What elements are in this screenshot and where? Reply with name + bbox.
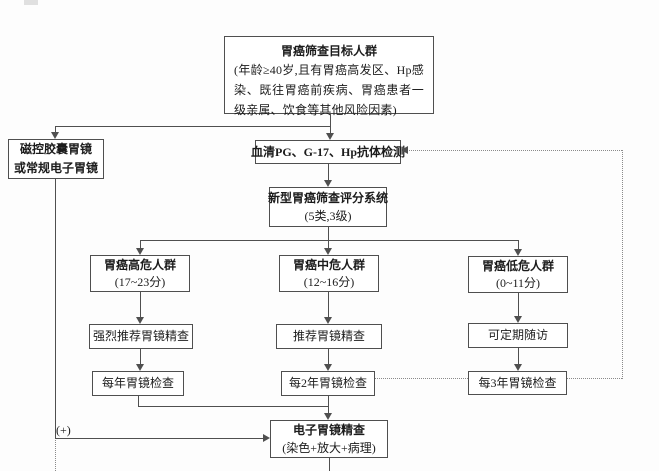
arrow-to-triennial <box>514 364 522 371</box>
node-annual-endoscopy: 每年胃镜检查 <box>92 371 184 396</box>
arrow-to-scoring <box>324 180 332 187</box>
node-detailed-endoscopy: 电子胃镜精查 (染色+放大+病理) <box>270 420 388 458</box>
node-biennial-endoscopy-label: 每2年胃镜检查 <box>288 376 367 390</box>
node-target-title: 胃癌筛查目标人群 <box>280 44 377 58</box>
arrow-to-capsule <box>51 132 59 139</box>
arrow-to-low-risk <box>514 249 522 256</box>
node-capsule-endoscopy: 磁控胶囊胃镜 或常规电子胃镜 <box>8 139 104 179</box>
connector-capsule-down <box>55 179 56 439</box>
dotted-triennial-right <box>567 378 622 379</box>
arrow-loopback-to-serum <box>401 146 408 154</box>
connector-to-capsule <box>55 126 56 133</box>
arrow-to-high-risk <box>136 248 144 255</box>
node-scoring-subtitle: (5类,3级) <box>304 209 352 223</box>
arrow-positive-to-detailed <box>263 434 270 442</box>
arrow-to-recommend <box>324 317 332 324</box>
connector-target-stem <box>330 114 331 126</box>
connector-annual-down <box>138 396 139 407</box>
arrow-to-followup <box>514 316 522 323</box>
node-high-risk-group: 胃癌高危人群 (17~23分) <box>90 255 190 292</box>
connector-mid-to-rec <box>328 292 329 318</box>
node-scoring-title: 新型胃癌筛查评分系统 <box>268 191 389 205</box>
arrow-to-mid-risk <box>324 248 332 255</box>
node-capsule-line1: 磁控胶囊胃镜 <box>19 142 92 156</box>
node-target-description: (年龄≥40岁,且有胃癌高发区、Hp感染、既往胃癌前疾病、胃癌患者一级亲属、饮食… <box>234 63 424 117</box>
node-serum-test: 血清PG、G-17、Hp抗体检测 <box>251 140 405 164</box>
arrow-to-biennial <box>324 364 332 371</box>
connector-detailed-exit <box>329 458 330 471</box>
connector-followup-to-triennial <box>518 348 519 365</box>
node-biennial-endoscopy: 每2年胃镜检查 <box>281 371 375 396</box>
connector-rec-to-annual <box>140 349 141 365</box>
dotted-loopback-top <box>409 150 622 151</box>
connector-risk-branch <box>140 240 518 241</box>
arrow-to-detailed-endoscopy <box>324 413 332 420</box>
arrow-to-serum <box>326 133 334 140</box>
dotted-capsule-exit <box>55 440 56 471</box>
connector-annual-merge <box>138 406 328 407</box>
node-mid-risk-title: 胃癌中危人群 <box>292 257 365 272</box>
connector-positive-path <box>55 438 263 439</box>
node-high-risk-title: 胃癌高危人群 <box>103 257 176 272</box>
dotted-loopback-vertical <box>622 150 623 379</box>
connector-scoring-stem <box>328 227 329 240</box>
node-mid-risk-score: (12~16分) <box>303 274 355 289</box>
connector-to-mid-risk <box>328 240 329 249</box>
node-annual-endoscopy-label: 每年胃镜检查 <box>101 376 174 390</box>
node-scoring-system: 新型胃癌筛查评分系统 (5类,3级) <box>268 187 389 227</box>
connector-serum-to-scoring <box>328 164 329 181</box>
edge-artifact <box>24 0 38 5</box>
node-capsule-line2: 或常规电子胃镜 <box>13 161 98 175</box>
node-strong-recommend: 强烈推荐胃镜精查 <box>89 324 193 349</box>
node-low-risk-group: 胃癌低危人群 (0~11分) <box>468 256 568 293</box>
connector-rec-to-biennial <box>328 349 329 365</box>
node-recommend-label: 推荐胃镜精查 <box>292 329 365 343</box>
node-high-risk-score: (17~23分) <box>114 274 166 289</box>
connector-to-high-risk <box>140 240 141 249</box>
node-periodic-followup: 可定期随访 <box>468 323 568 348</box>
node-triennial-endoscopy-label: 每3年胃镜检查 <box>478 375 557 390</box>
arrow-to-annual <box>136 364 144 371</box>
connector-biennial-down <box>328 396 329 414</box>
dotted-biennial-to-triennial <box>375 378 468 379</box>
connector-high-to-rec <box>140 292 141 318</box>
positive-result-label: (+) <box>56 423 71 437</box>
node-periodic-followup-label: 可定期随访 <box>487 328 548 342</box>
node-low-risk-title: 胃癌低危人群 <box>481 258 554 273</box>
node-detailed-endoscopy-title: 电子胃镜精查 <box>292 423 365 437</box>
connector-to-serum <box>330 126 331 134</box>
node-low-risk-score: (0~11分) <box>495 275 541 290</box>
node-detailed-endoscopy-subtitle: (染色+放大+病理) <box>282 441 376 455</box>
connector-low-to-followup <box>518 293 519 317</box>
node-target-population: 胃癌筛查目标人群 (年龄≥40岁,且有胃癌高发区、Hp感染、既往胃癌前疾病、胃癌… <box>224 36 434 117</box>
node-recommend: 推荐胃镜精查 <box>276 324 382 349</box>
connector-target-branch <box>55 126 331 127</box>
arrow-to-strong-recommend <box>136 317 144 324</box>
connector-to-low-risk <box>518 240 519 250</box>
node-mid-risk-group: 胃癌中危人群 (12~16分) <box>279 255 379 292</box>
node-serum-title: 血清PG、G-17、Hp抗体检测 <box>251 144 406 159</box>
node-strong-recommend-label: 强烈推荐胃镜精查 <box>92 329 189 343</box>
node-triennial-endoscopy: 每3年胃镜检查 <box>468 371 567 395</box>
